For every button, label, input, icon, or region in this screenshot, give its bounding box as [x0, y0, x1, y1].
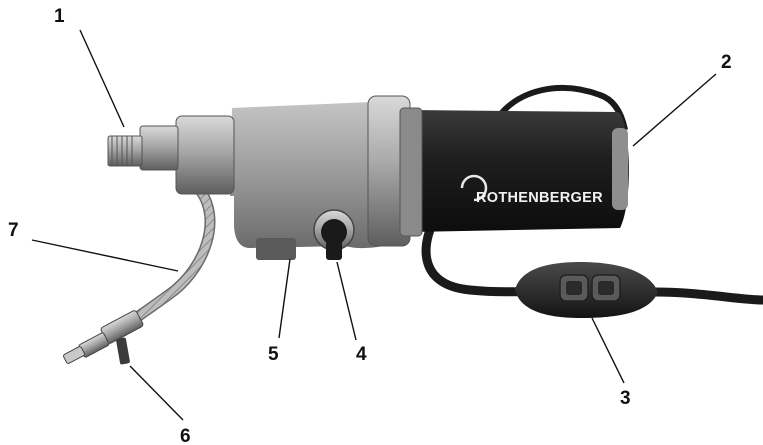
- callout-4: 4: [356, 344, 367, 365]
- leader-line-3: [591, 317, 625, 384]
- callout-6: 6: [180, 426, 191, 445]
- leader-line-6: [129, 365, 184, 421]
- drill-spindle: [107, 125, 179, 171]
- water-hose: [124, 184, 216, 328]
- brand-label: ROTHENBERGER: [476, 190, 603, 206]
- leader-line-4: [336, 261, 357, 341]
- gear-selector-knob: [313, 209, 355, 260]
- leader-line-5: [278, 258, 291, 339]
- callout-2: 2: [721, 52, 732, 73]
- water-valve: [63, 310, 144, 365]
- front-collar: [175, 115, 235, 195]
- safety-switch-unit: [515, 262, 658, 318]
- leader-line-2: [632, 73, 717, 147]
- callout-5: 5: [268, 344, 279, 365]
- callout-7: 7: [8, 220, 19, 241]
- callout-1: 1: [54, 6, 65, 27]
- gear-housing: [230, 95, 423, 260]
- motor-body: ROTHENBERGER: [410, 110, 629, 232]
- leader-line-1: [79, 29, 125, 128]
- leader-line-7: [31, 239, 179, 272]
- callout-3: 3: [620, 388, 631, 409]
